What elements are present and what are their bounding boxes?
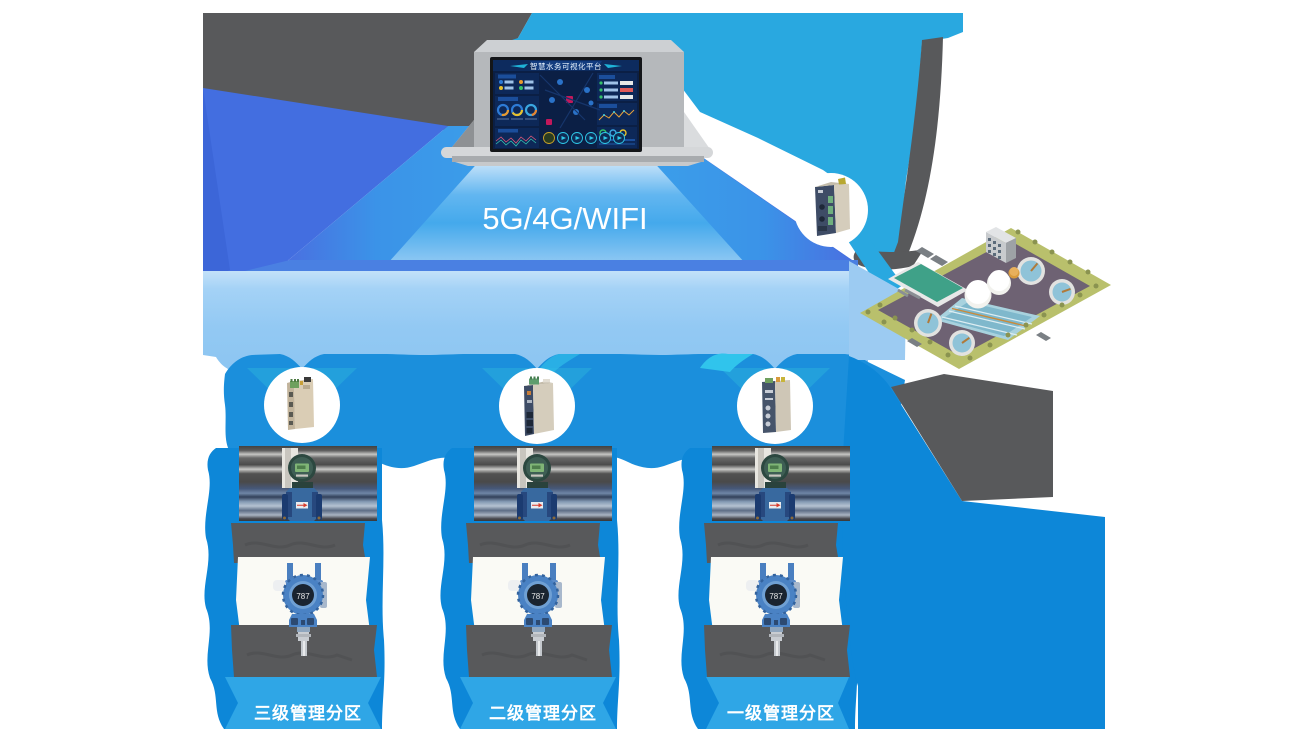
svg-text:智慧水务可视化平台: 智慧水务可视化平台 <box>530 61 602 71</box>
svg-text:三级管理分区: 三级管理分区 <box>254 703 362 723</box>
svg-text:787: 787 <box>296 592 310 601</box>
svg-text:二级管理分区: 二级管理分区 <box>489 703 597 723</box>
svg-text:一级管理分区: 一级管理分区 <box>727 703 835 723</box>
svg-text:5G/4G/WIFI: 5G/4G/WIFI <box>482 201 647 236</box>
